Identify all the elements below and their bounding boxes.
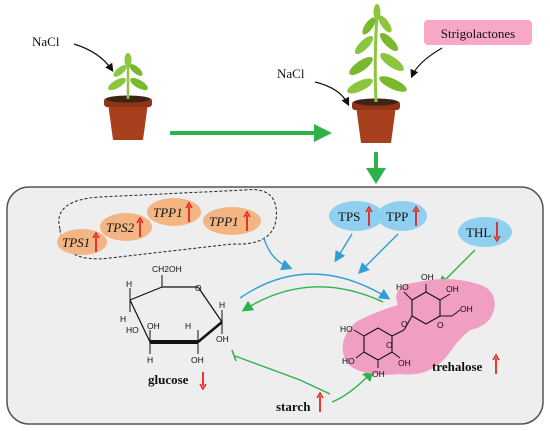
- starch-label: starch: [276, 399, 311, 414]
- glucose-ring-o: O: [195, 283, 202, 293]
- tps-arrow: [334, 233, 353, 263]
- trehalose-label: trehalose: [432, 359, 483, 374]
- gene-tpp1-a: TPP1: [147, 198, 201, 226]
- enzyme-thl-label: THL: [466, 225, 491, 240]
- trehalose-structure: [353, 284, 461, 368]
- enzyme-tps: TPS: [329, 201, 383, 231]
- trehalose-ho-2: HO: [340, 324, 353, 334]
- small-plant-pot: [104, 53, 152, 140]
- strigolactones-label: Strigolactones: [441, 26, 515, 41]
- glucose-oh-1: OH: [216, 334, 229, 344]
- trehalose-ho-3: HO: [342, 356, 355, 366]
- trehalose-oh-5: OH: [398, 358, 411, 368]
- strigolactones-arrow: [410, 47, 443, 79]
- gene-tpp1-b-label: TPP1: [209, 214, 239, 229]
- nacl-right-arrow: [314, 81, 350, 107]
- tpp-arrow: [358, 233, 399, 274]
- nacl-left-label: NaCl: [32, 34, 60, 49]
- glucose-oh-2: OH: [147, 321, 160, 331]
- enzyme-tpp: TPP: [377, 201, 427, 231]
- trehalose-oh-2: OH: [446, 284, 459, 294]
- gene-tps1-label: TPS1: [62, 235, 90, 250]
- starch-to-trehalose-arrow: [331, 369, 374, 403]
- gene-tps2-label: TPS2: [106, 220, 135, 235]
- glucose-h-3: H: [120, 314, 126, 324]
- transition-arrow-head: [314, 124, 332, 142]
- trehalose-o-1: O: [437, 320, 444, 330]
- glucose-h-5: H: [185, 321, 191, 331]
- gene-tps2: TPS2: [100, 213, 152, 241]
- starch-inhibition-arrow: [299, 379, 331, 395]
- nacl-right-label: NaCl: [277, 66, 305, 81]
- gene-tps1: TPS1: [57, 229, 107, 255]
- glucose-ho: HO: [126, 325, 139, 335]
- glucose-h-1: H: [126, 279, 132, 289]
- inhibition-bar: [231, 349, 237, 362]
- strigolactones-box: [424, 20, 532, 45]
- glucose-structure: [129, 275, 223, 354]
- enzyme-tpp-label: TPP: [386, 209, 408, 224]
- glucose-to-trehalose-arrow: [239, 273, 391, 300]
- down-arrow-head: [366, 168, 386, 184]
- gene-group-outline: [58, 189, 277, 260]
- glucose-oh-3: OH: [191, 355, 204, 365]
- trehalose-o-2: O: [401, 319, 408, 329]
- trehalose-to-glucose-arrow: [241, 286, 384, 312]
- enzyme-thl: THL: [458, 217, 512, 247]
- trehalose-blob: [342, 278, 495, 375]
- trehalose-oh-3: OH: [460, 304, 473, 314]
- trehalose-ho-1: HO: [396, 282, 409, 292]
- trehalose-oh-1: OH: [421, 272, 434, 282]
- glucose-ch2oh: CH2OH: [152, 264, 182, 274]
- enzyme-tps-label: TPS: [338, 209, 360, 224]
- nacl-left-arrow: [73, 43, 114, 72]
- gene-tpp1-a-label: TPP1: [153, 205, 183, 220]
- trehalose-oh-4: OH: [372, 369, 385, 379]
- trehalose-o-3: O: [386, 340, 393, 350]
- starch-inhibition-line: [234, 355, 301, 381]
- genes-to-reaction-arrow: [263, 237, 293, 271]
- gene-tpp1-b: TPP1: [203, 207, 261, 235]
- glucose-h-4: H: [147, 355, 153, 365]
- big-plant-pot: [347, 4, 407, 143]
- glucose-label: glucose: [148, 372, 189, 387]
- glucose-h-2: H: [219, 300, 225, 310]
